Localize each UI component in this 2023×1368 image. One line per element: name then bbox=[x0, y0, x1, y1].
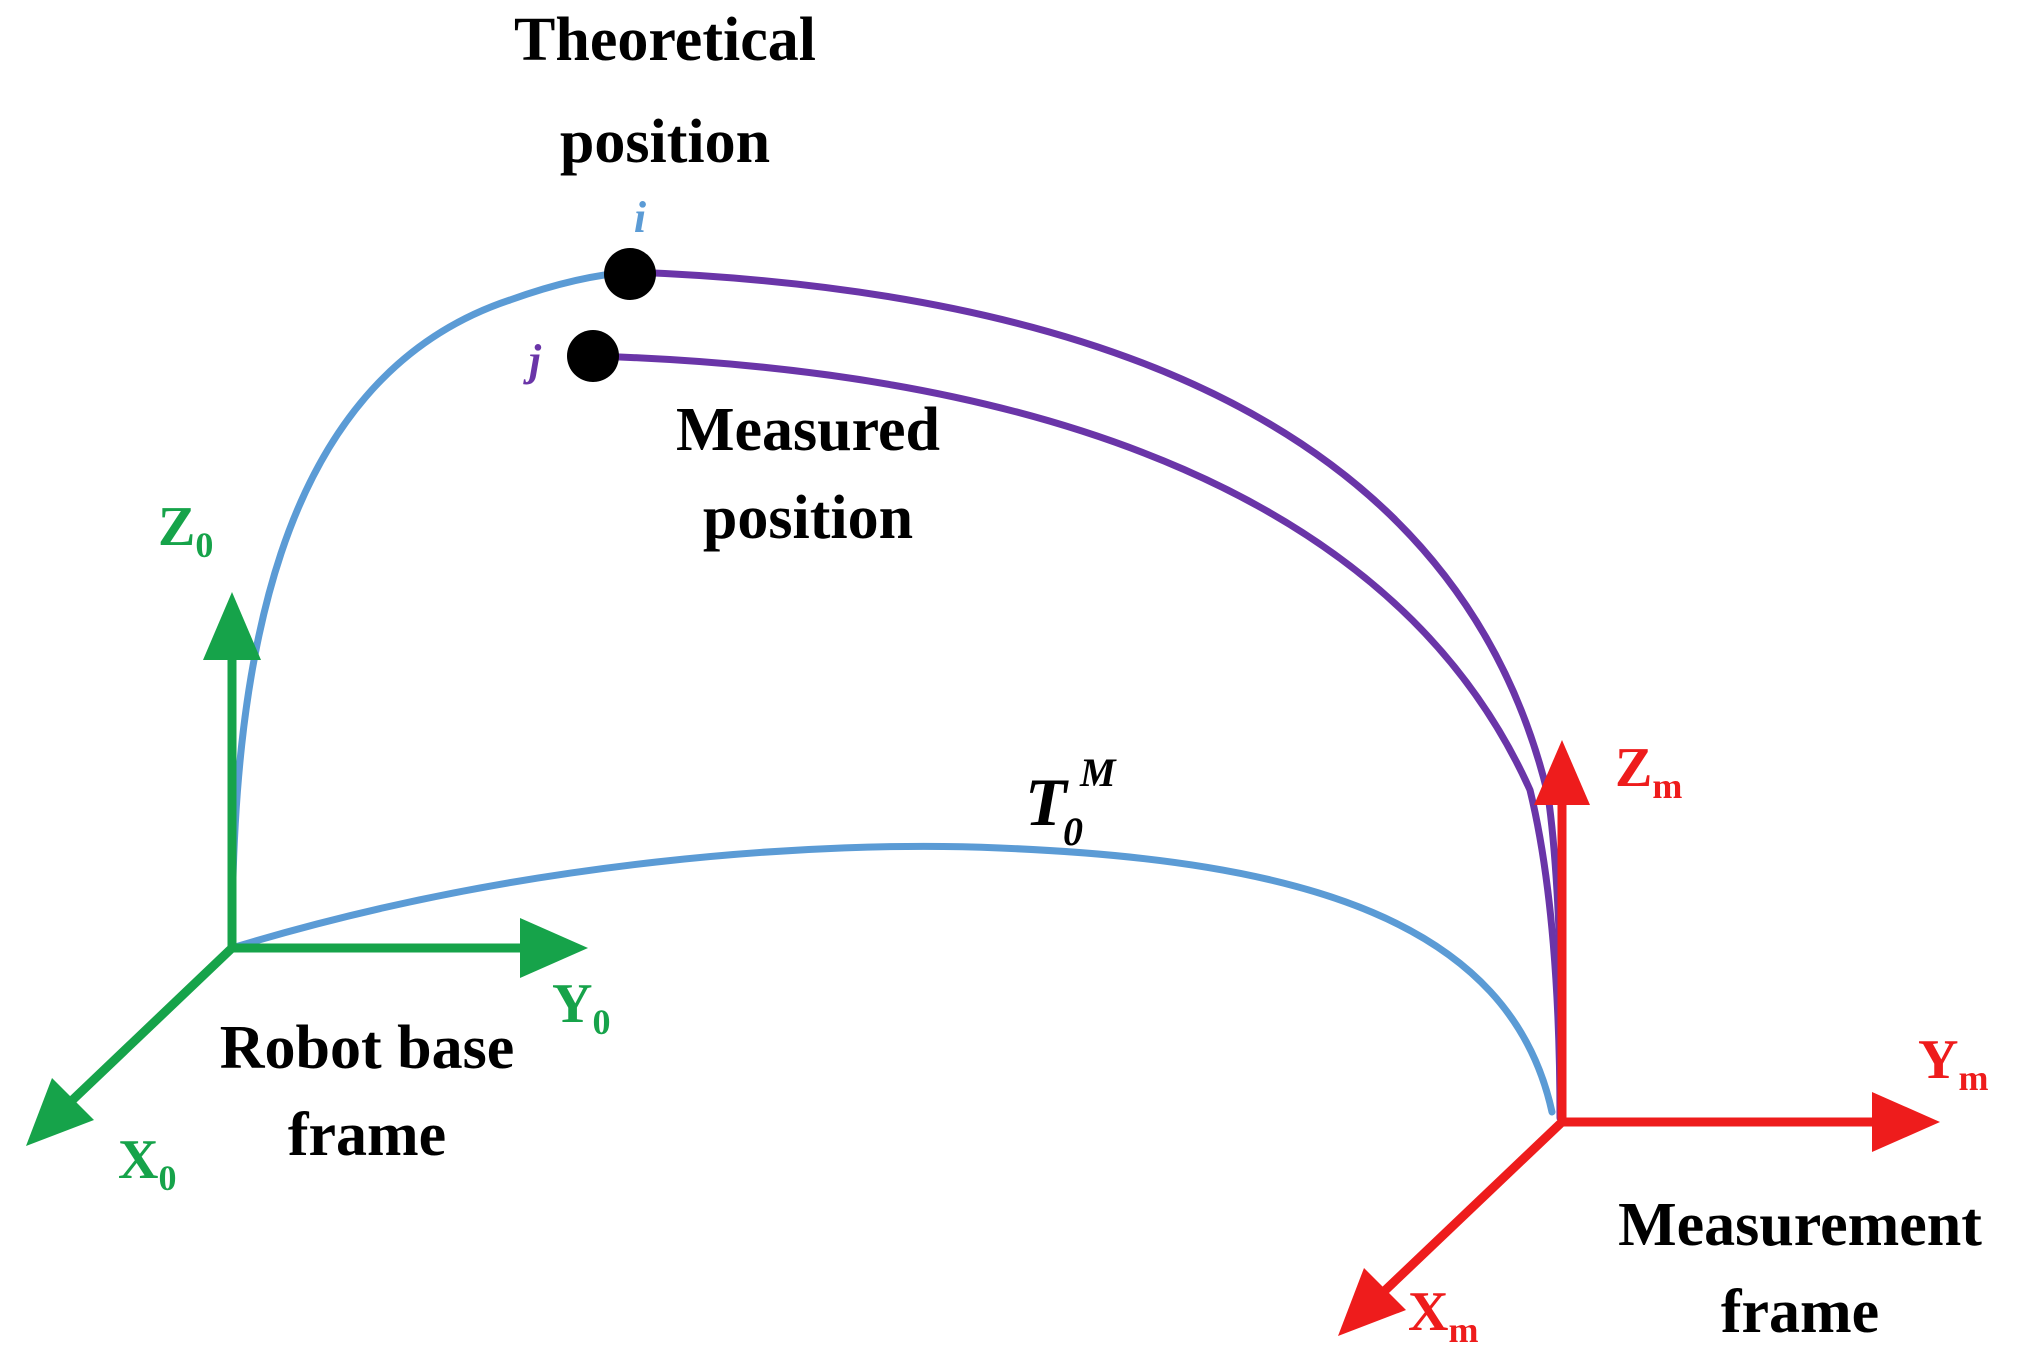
base-y-label: Y0 bbox=[552, 973, 610, 1042]
robot-base-frame-label-line1: Robot base bbox=[220, 1014, 515, 1082]
base-z-arrowhead-icon bbox=[203, 592, 261, 660]
base-x-label: X0 bbox=[118, 1129, 176, 1198]
theoretical-position-label-line1: Theoretical bbox=[514, 6, 816, 74]
meas-x-label: Xm bbox=[1408, 1281, 1478, 1350]
robot-base-frame-label-line2: frame bbox=[288, 1101, 446, 1169]
base-x-arrowhead-icon bbox=[26, 1078, 94, 1146]
measured-position-label-line2: position bbox=[703, 484, 913, 552]
measurement-frame-label-line1: Measurement bbox=[1618, 1191, 1982, 1259]
base-y-arrowhead-icon bbox=[520, 918, 588, 978]
theoretical-position-label-line2: position bbox=[560, 108, 770, 176]
transform-subscript: 0 bbox=[1063, 809, 1083, 854]
transform-curve bbox=[228, 842, 1556, 1116]
theoretical-path-curve bbox=[228, 268, 636, 952]
robot-base-frame-axes bbox=[26, 592, 588, 1146]
meas-y-label: Ym bbox=[1918, 1029, 1988, 1098]
meas-x-arrowhead-icon bbox=[1338, 1268, 1406, 1336]
meas-y-arrowhead-icon bbox=[1872, 1092, 1940, 1152]
meas-z-arrowhead-icon bbox=[1534, 740, 1590, 805]
theoretical-point-i bbox=[604, 248, 656, 300]
measured-position-label-line1: Measured bbox=[676, 396, 940, 464]
point-j-label: j bbox=[523, 336, 542, 385]
meas-x-axis bbox=[1371, 1118, 1566, 1304]
transform-superscript: M bbox=[1079, 750, 1117, 795]
base-z-label: Z0 bbox=[158, 496, 213, 565]
measurement-frame-axes bbox=[1338, 740, 1940, 1336]
point-i-label: i bbox=[634, 193, 647, 242]
measurement-frame-label-line2: frame bbox=[1721, 1278, 1879, 1346]
transform-label: T bbox=[1025, 764, 1069, 840]
measured-path-from-j bbox=[588, 352, 1564, 1122]
transform-main: T bbox=[1025, 764, 1069, 840]
measured-point-j bbox=[567, 330, 619, 382]
meas-z-label: Zm bbox=[1615, 737, 1682, 806]
base-x-axis bbox=[58, 944, 236, 1114]
